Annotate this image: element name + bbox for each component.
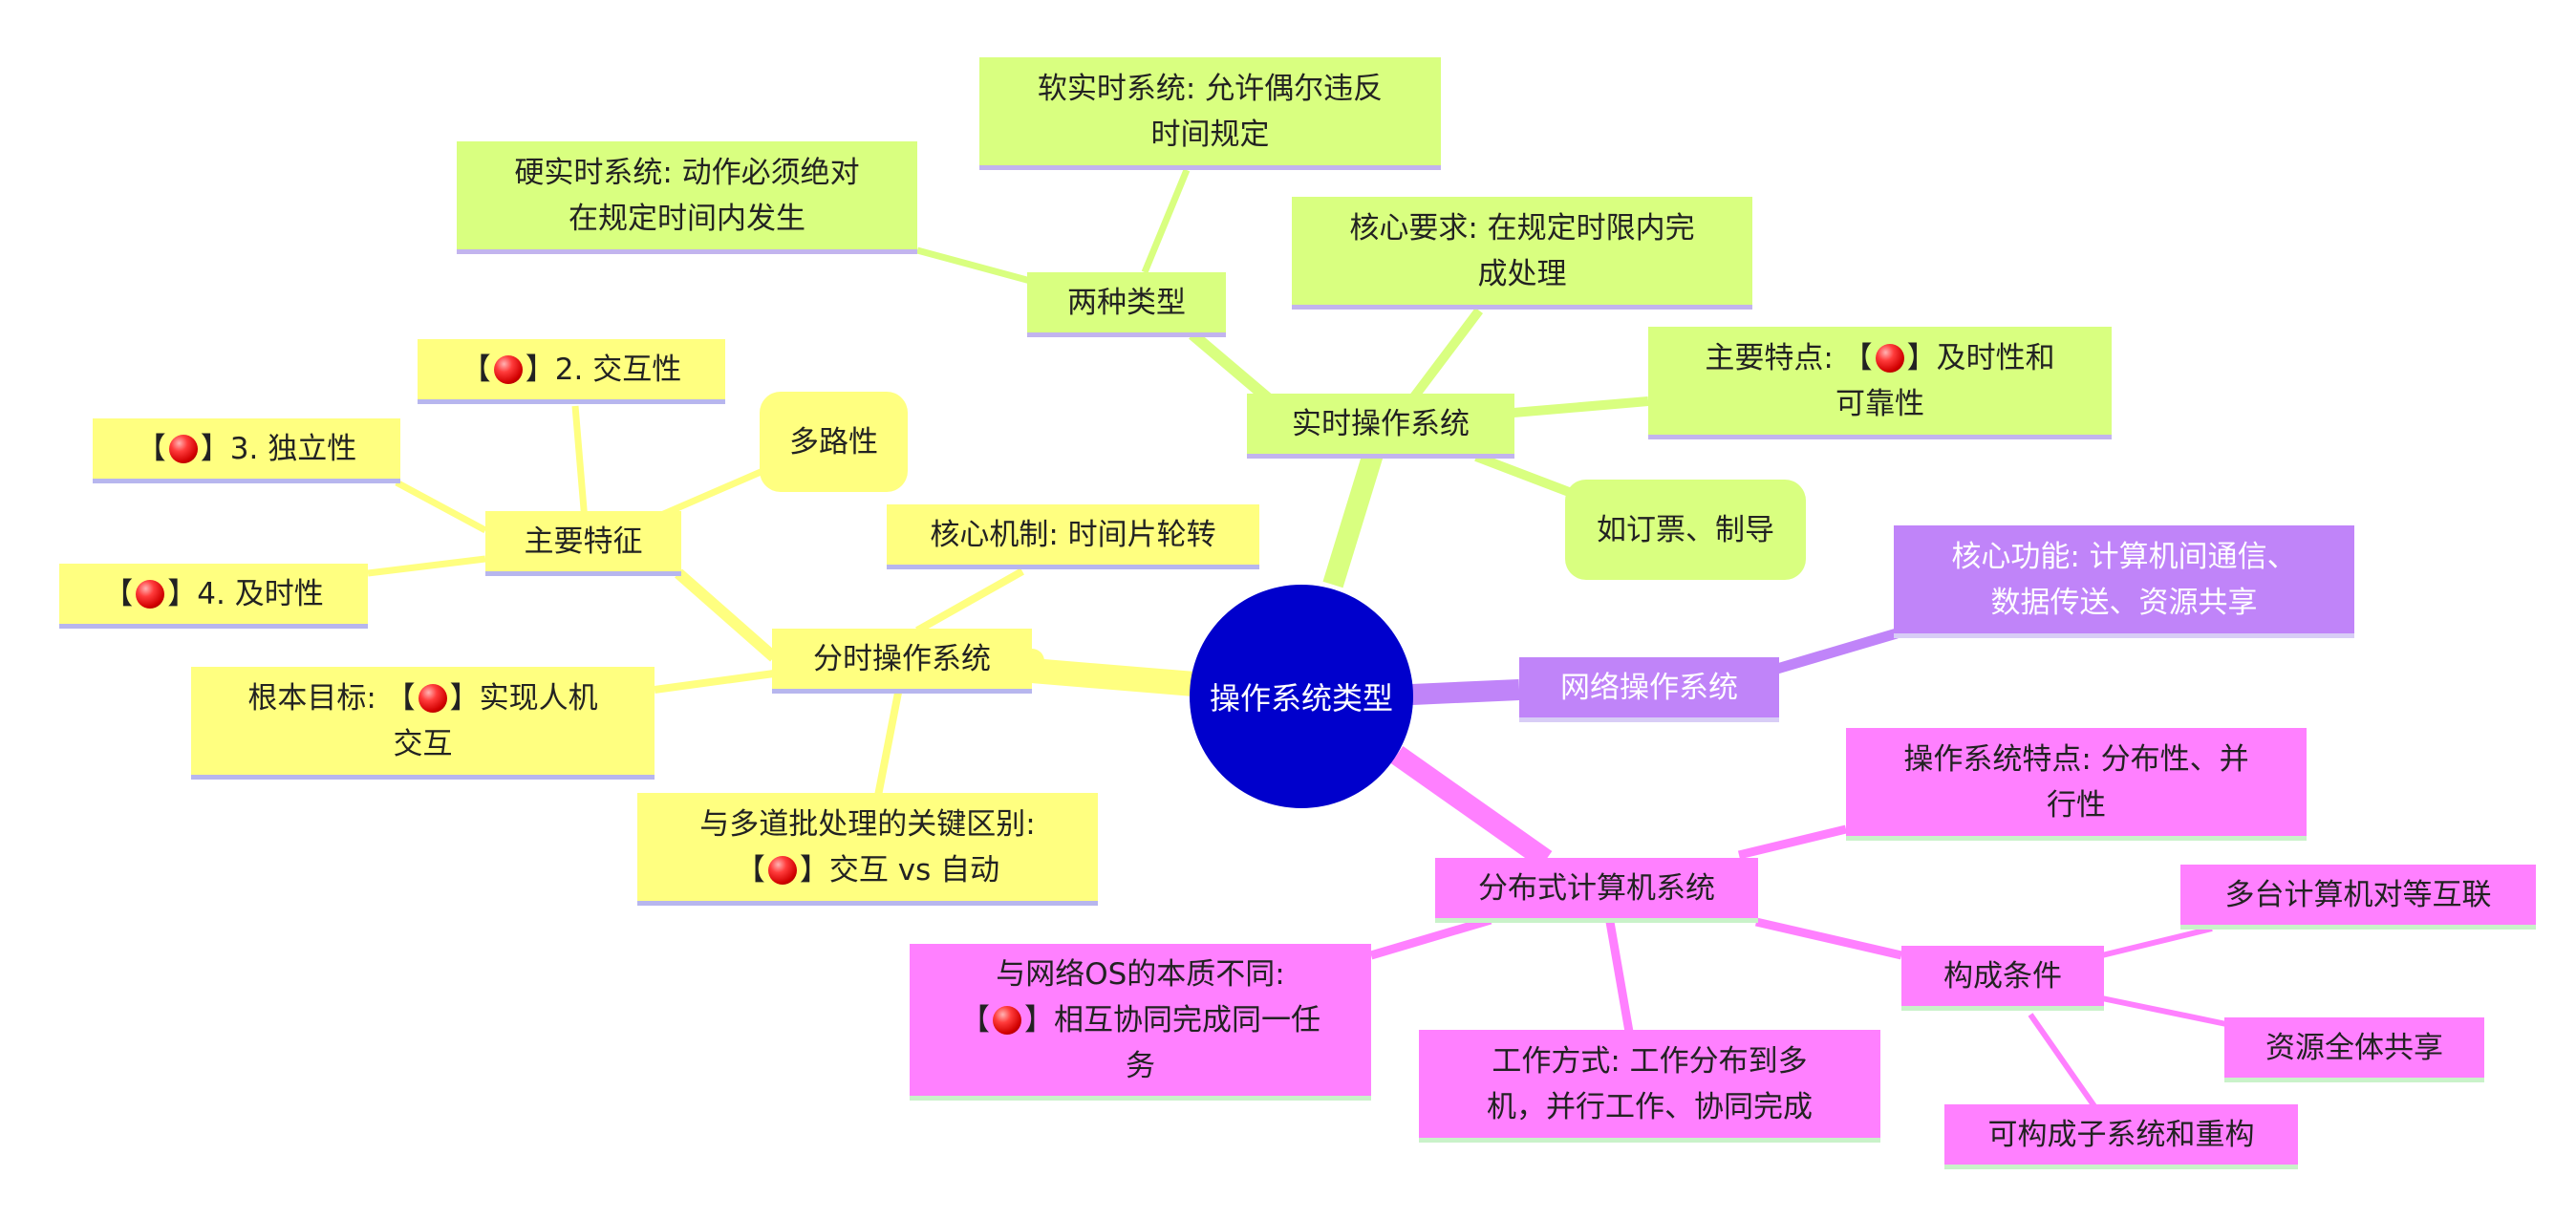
link-feat-interactive <box>571 405 589 522</box>
node-net-function-line1: 核心功能: 计算机间通信、 <box>1951 539 2297 574</box>
link-feat-independent <box>395 479 487 534</box>
node-rt-types-label: 两种类型 <box>1067 285 1186 320</box>
node-ts-goal-line2: 交互 <box>393 726 453 761</box>
node-cond-peer-label: 多台计算机对等互联 <box>2224 877 2492 912</box>
link-dist-work <box>1605 921 1634 1033</box>
link-cond-share <box>2101 995 2227 1027</box>
node-types-soft-line1: 软实时系统: 允许偶尔违反 <box>1037 71 1384 106</box>
link-types-hard <box>916 246 1035 286</box>
node-ts-goal[interactable]: 根本目标: 【】实现人机 交互 <box>191 667 655 780</box>
red-ball-icon <box>168 434 198 463</box>
node-net-function-line2: 数据传送、资源共享 <box>1990 585 2258 620</box>
node-types-soft[interactable]: 软实时系统: 允许偶尔违反 时间规定 <box>979 57 1441 170</box>
node-distributed-system-label: 分布式计算机系统 <box>1478 870 1715 906</box>
node-dist-conditions-label: 构成条件 <box>1943 958 2062 994</box>
node-real-time-os-label: 实时操作系统 <box>1292 406 1470 441</box>
node-feat-timely-label: 【】4. 及时性 <box>103 576 324 611</box>
node-ts-diff[interactable]: 与多道批处理的关键区别: 【】交互 vs 自动 <box>637 793 1098 906</box>
node-dist-work-line2: 机，并行工作、协同完成 <box>1487 1089 1813 1124</box>
node-cond-reconfig[interactable]: 可构成子系统和重构 <box>1944 1104 2298 1169</box>
link-cond-reconfig <box>2028 1013 2097 1108</box>
node-types-hard-line1: 硬实时系统: 动作必须绝对 <box>514 155 860 190</box>
node-dist-diff-line1: 与网络OS的本质不同: <box>996 956 1285 992</box>
link-ts-mechanism <box>915 567 1024 634</box>
node-feat-independent-label: 【】3. 独立性 <box>136 431 357 466</box>
node-rt-core-line1: 核心要求: 在规定时限内完 <box>1349 210 1695 246</box>
link-rt-feature <box>1513 396 1649 417</box>
red-ball-icon <box>767 855 797 885</box>
red-ball-icon <box>418 683 447 713</box>
node-rt-feature[interactable]: 主要特点: 【】及时性和 可靠性 <box>1648 327 2112 439</box>
node-rt-example[interactable]: 如订票、制导 <box>1565 480 1806 580</box>
node-ts-mechanism[interactable]: 核心机制: 时间片轮转 <box>887 504 1259 569</box>
link-rt-core <box>1408 307 1483 403</box>
node-distributed-system[interactable]: 分布式计算机系统 <box>1435 858 1758 923</box>
link-root-time-sharing <box>1020 649 1207 696</box>
red-ball-icon <box>1875 343 1904 373</box>
node-feat-interactive[interactable]: 【】2. 交互性 <box>418 339 725 404</box>
link-feat-multiplex <box>657 462 776 520</box>
node-ts-diff-line1: 与多道批处理的关键区别: <box>699 806 1036 842</box>
link-root-real-time <box>1322 447 1385 588</box>
node-dist-conditions[interactable]: 构成条件 <box>1901 946 2104 1011</box>
root-node[interactable]: 操作系统类型 <box>1190 585 1413 808</box>
node-network-os[interactable]: 网络操作系统 <box>1519 657 1779 722</box>
node-cond-share-label: 资源全体共享 <box>2265 1030 2443 1065</box>
link-feat-timely <box>367 555 486 577</box>
root-node-label: 操作系统类型 <box>1209 680 1393 716</box>
node-feat-interactive-label: 【】2. 交互性 <box>461 352 682 387</box>
node-net-function[interactable]: 核心功能: 计算机间通信、 数据传送、资源共享 <box>1894 525 2354 638</box>
node-dist-work-line1: 工作方式: 工作分布到多 <box>1492 1043 1808 1079</box>
node-ts-mechanism-label: 核心机制: 时间片轮转 <box>930 517 1216 552</box>
link-root-network <box>1411 679 1520 705</box>
node-feat-timely[interactable]: 【】4. 及时性 <box>59 564 368 629</box>
node-dist-diff-line3: 务 <box>1126 1048 1155 1083</box>
link-cond-peer <box>2101 926 2213 958</box>
node-rt-core[interactable]: 核心要求: 在规定时限内完 成处理 <box>1292 197 1752 310</box>
node-rt-types[interactable]: 两种类型 <box>1027 272 1226 337</box>
node-rt-feature-line1: 主要特点: 【】及时性和 <box>1705 340 2055 375</box>
node-dist-trait-line1: 操作系统特点: 分布性、并 <box>1903 741 2249 777</box>
link-dist-conditions <box>1754 917 1903 960</box>
node-types-soft-line2: 时间规定 <box>1150 117 1270 152</box>
node-cond-reconfig-label: 可构成子系统和重构 <box>1987 1117 2255 1152</box>
node-dist-diff-line2: 【】相互协同完成同一任 <box>960 1002 1320 1037</box>
node-dist-work[interactable]: 工作方式: 工作分布到多 机，并行工作、协同完成 <box>1419 1030 1880 1143</box>
node-cond-peer[interactable]: 多台计算机对等互联 <box>2180 865 2536 930</box>
node-real-time-os[interactable]: 实时操作系统 <box>1247 394 1514 459</box>
node-rt-feature-line2: 可靠性 <box>1835 386 1924 421</box>
red-ball-icon <box>136 579 165 609</box>
node-feat-independent[interactable]: 【】3. 独立性 <box>93 418 400 483</box>
node-feat-multiplex-label: 多路性 <box>789 424 878 460</box>
node-network-os-label: 网络操作系统 <box>1560 670 1738 705</box>
link-net-function <box>1775 628 1899 674</box>
link-root-distributed <box>1390 746 1553 868</box>
node-dist-trait[interactable]: 操作系统特点: 分布性、并 行性 <box>1846 728 2307 841</box>
node-rt-core-line2: 成处理 <box>1477 256 1567 291</box>
link-ts-features <box>675 568 778 662</box>
node-ts-features[interactable]: 主要特征 <box>485 511 681 576</box>
link-ts-diff <box>873 692 902 802</box>
node-time-sharing-os-label: 分时操作系统 <box>813 641 991 676</box>
node-dist-trait-line2: 行性 <box>2047 787 2106 823</box>
node-cond-share[interactable]: 资源全体共享 <box>2224 1017 2484 1082</box>
link-types-soft <box>1141 168 1191 274</box>
node-dist-diff[interactable]: 与网络OS的本质不同: 【】相互协同完成同一任 务 <box>910 944 1371 1101</box>
node-ts-goal-line1: 根本目标: 【】实现人机 <box>247 680 598 716</box>
link-rt-example <box>1474 452 1571 497</box>
node-rt-example-label: 如订票、制导 <box>1597 512 1774 547</box>
node-ts-diff-line2: 【】交互 vs 自动 <box>735 852 1000 888</box>
node-ts-features-label: 主要特征 <box>524 524 643 559</box>
link-ts-goal <box>654 670 775 694</box>
node-feat-multiplex[interactable]: 多路性 <box>760 392 908 492</box>
link-dist-diff <box>1369 915 1492 960</box>
red-ball-icon <box>493 354 523 384</box>
node-time-sharing-os[interactable]: 分时操作系统 <box>772 629 1032 694</box>
node-types-hard[interactable]: 硬实时系统: 动作必须绝对 在规定时间内发生 <box>457 141 917 254</box>
red-ball-icon <box>993 1005 1021 1035</box>
node-types-hard-line2: 在规定时间内发生 <box>569 201 805 236</box>
link-dist-trait <box>1737 824 1848 860</box>
